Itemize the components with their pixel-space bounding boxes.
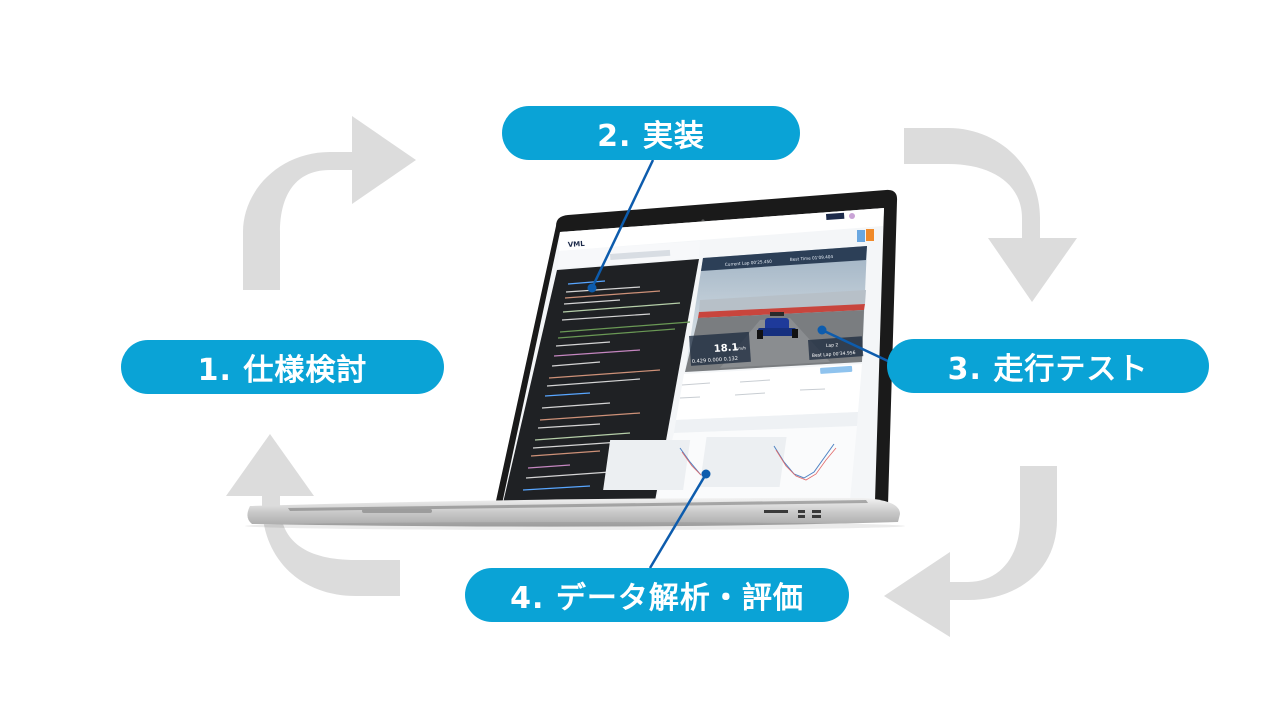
- step-4-pill: 4. データ解析・評価: [465, 568, 849, 622]
- cycle-arrows: [226, 116, 1077, 637]
- laptop: VML: [245, 189, 905, 530]
- sim-current-lap: Current Lap 00'25.450: [725, 259, 773, 267]
- connector-step-4: [648, 473, 708, 569]
- hud-best-lap: Best Lap 00'34.956: [812, 350, 856, 359]
- hud-telemetry: 0.429 0.000 0.132: [692, 356, 738, 365]
- arrow-bottom-left: [226, 434, 400, 596]
- code-lines: [522, 280, 691, 491]
- connector-step-3: [821, 328, 891, 364]
- race-car: [757, 312, 798, 339]
- connector-step-2: [590, 159, 655, 289]
- app-brand: VML: [568, 240, 586, 249]
- step-3-pill: 3. 走行テスト: [887, 339, 1209, 393]
- step-2-pill: 2. 実装: [502, 106, 800, 160]
- arrow-top-left: [243, 116, 416, 290]
- hud-lap: Lap 2: [826, 342, 839, 349]
- connector-dot-step-2: [587, 283, 597, 293]
- step-3-label: 3. 走行テスト: [947, 352, 1149, 387]
- hud-speed-unit: km/h: [736, 345, 747, 351]
- step-1-pill: 1. 仕様検討: [121, 340, 444, 394]
- arrow-top-right: [904, 128, 1077, 302]
- step-2-label: 2. 実装: [597, 119, 705, 154]
- step-4-label: 4. データ解析・評価: [510, 581, 804, 616]
- chart-right: [699, 437, 837, 487]
- arrow-bottom-right: [884, 466, 1057, 637]
- connector-dot-step-4: [701, 469, 711, 479]
- connectors: [587, 159, 891, 569]
- sim-best-time: Best Time 01'09.404: [790, 254, 834, 262]
- connector-dot-step-3: [817, 325, 827, 335]
- hud-speed: 18.1: [713, 342, 738, 355]
- laptop-base: [247, 497, 900, 527]
- step-1-label: 1. 仕様検討: [197, 353, 368, 388]
